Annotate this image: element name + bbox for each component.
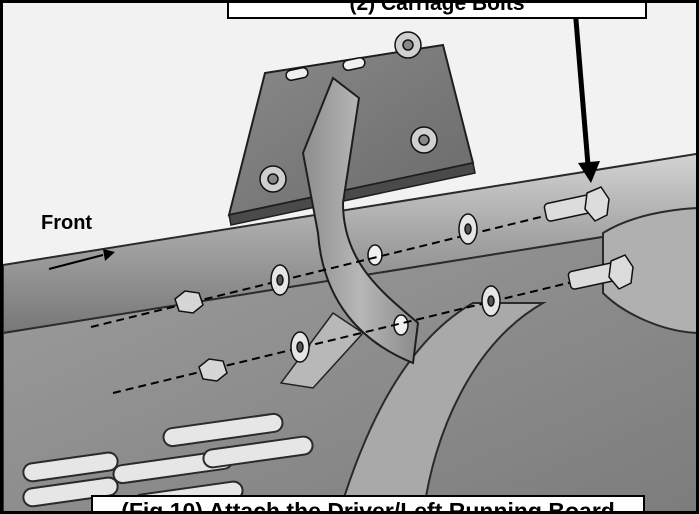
alignment-lines [90,202,619,394]
callout-pointer-head [578,161,600,183]
plate-nuts [259,31,438,193]
rear-tube-end [602,207,696,334]
front-arrow-head [103,249,115,261]
plate-slot [342,57,366,71]
figure-caption-box: (Fig 10) Attach the Driver/Left Running … [91,495,645,514]
top-callout-box: (2) Carriage Bolts [227,0,647,19]
carriage-bolts [543,186,634,290]
mounting-plate-flange [228,162,476,226]
assembly-illustration [3,7,696,511]
gusset [279,311,365,389]
arm-hole [367,244,383,266]
front-arrow-line [48,254,104,270]
callout-pointer-line [572,7,591,166]
plate-slot [285,67,309,81]
figure-caption-text: (Fig 10) Attach the Driver/Left Running … [121,498,615,514]
step-slots [22,412,314,511]
front-direction-label: Front [41,212,93,234]
top-callout-text: (2) Carriage Bolts [349,0,525,15]
bracket-arm [301,76,420,365]
washers [270,213,501,363]
curved-support-tube [338,302,547,511]
hex-nuts [174,290,228,382]
